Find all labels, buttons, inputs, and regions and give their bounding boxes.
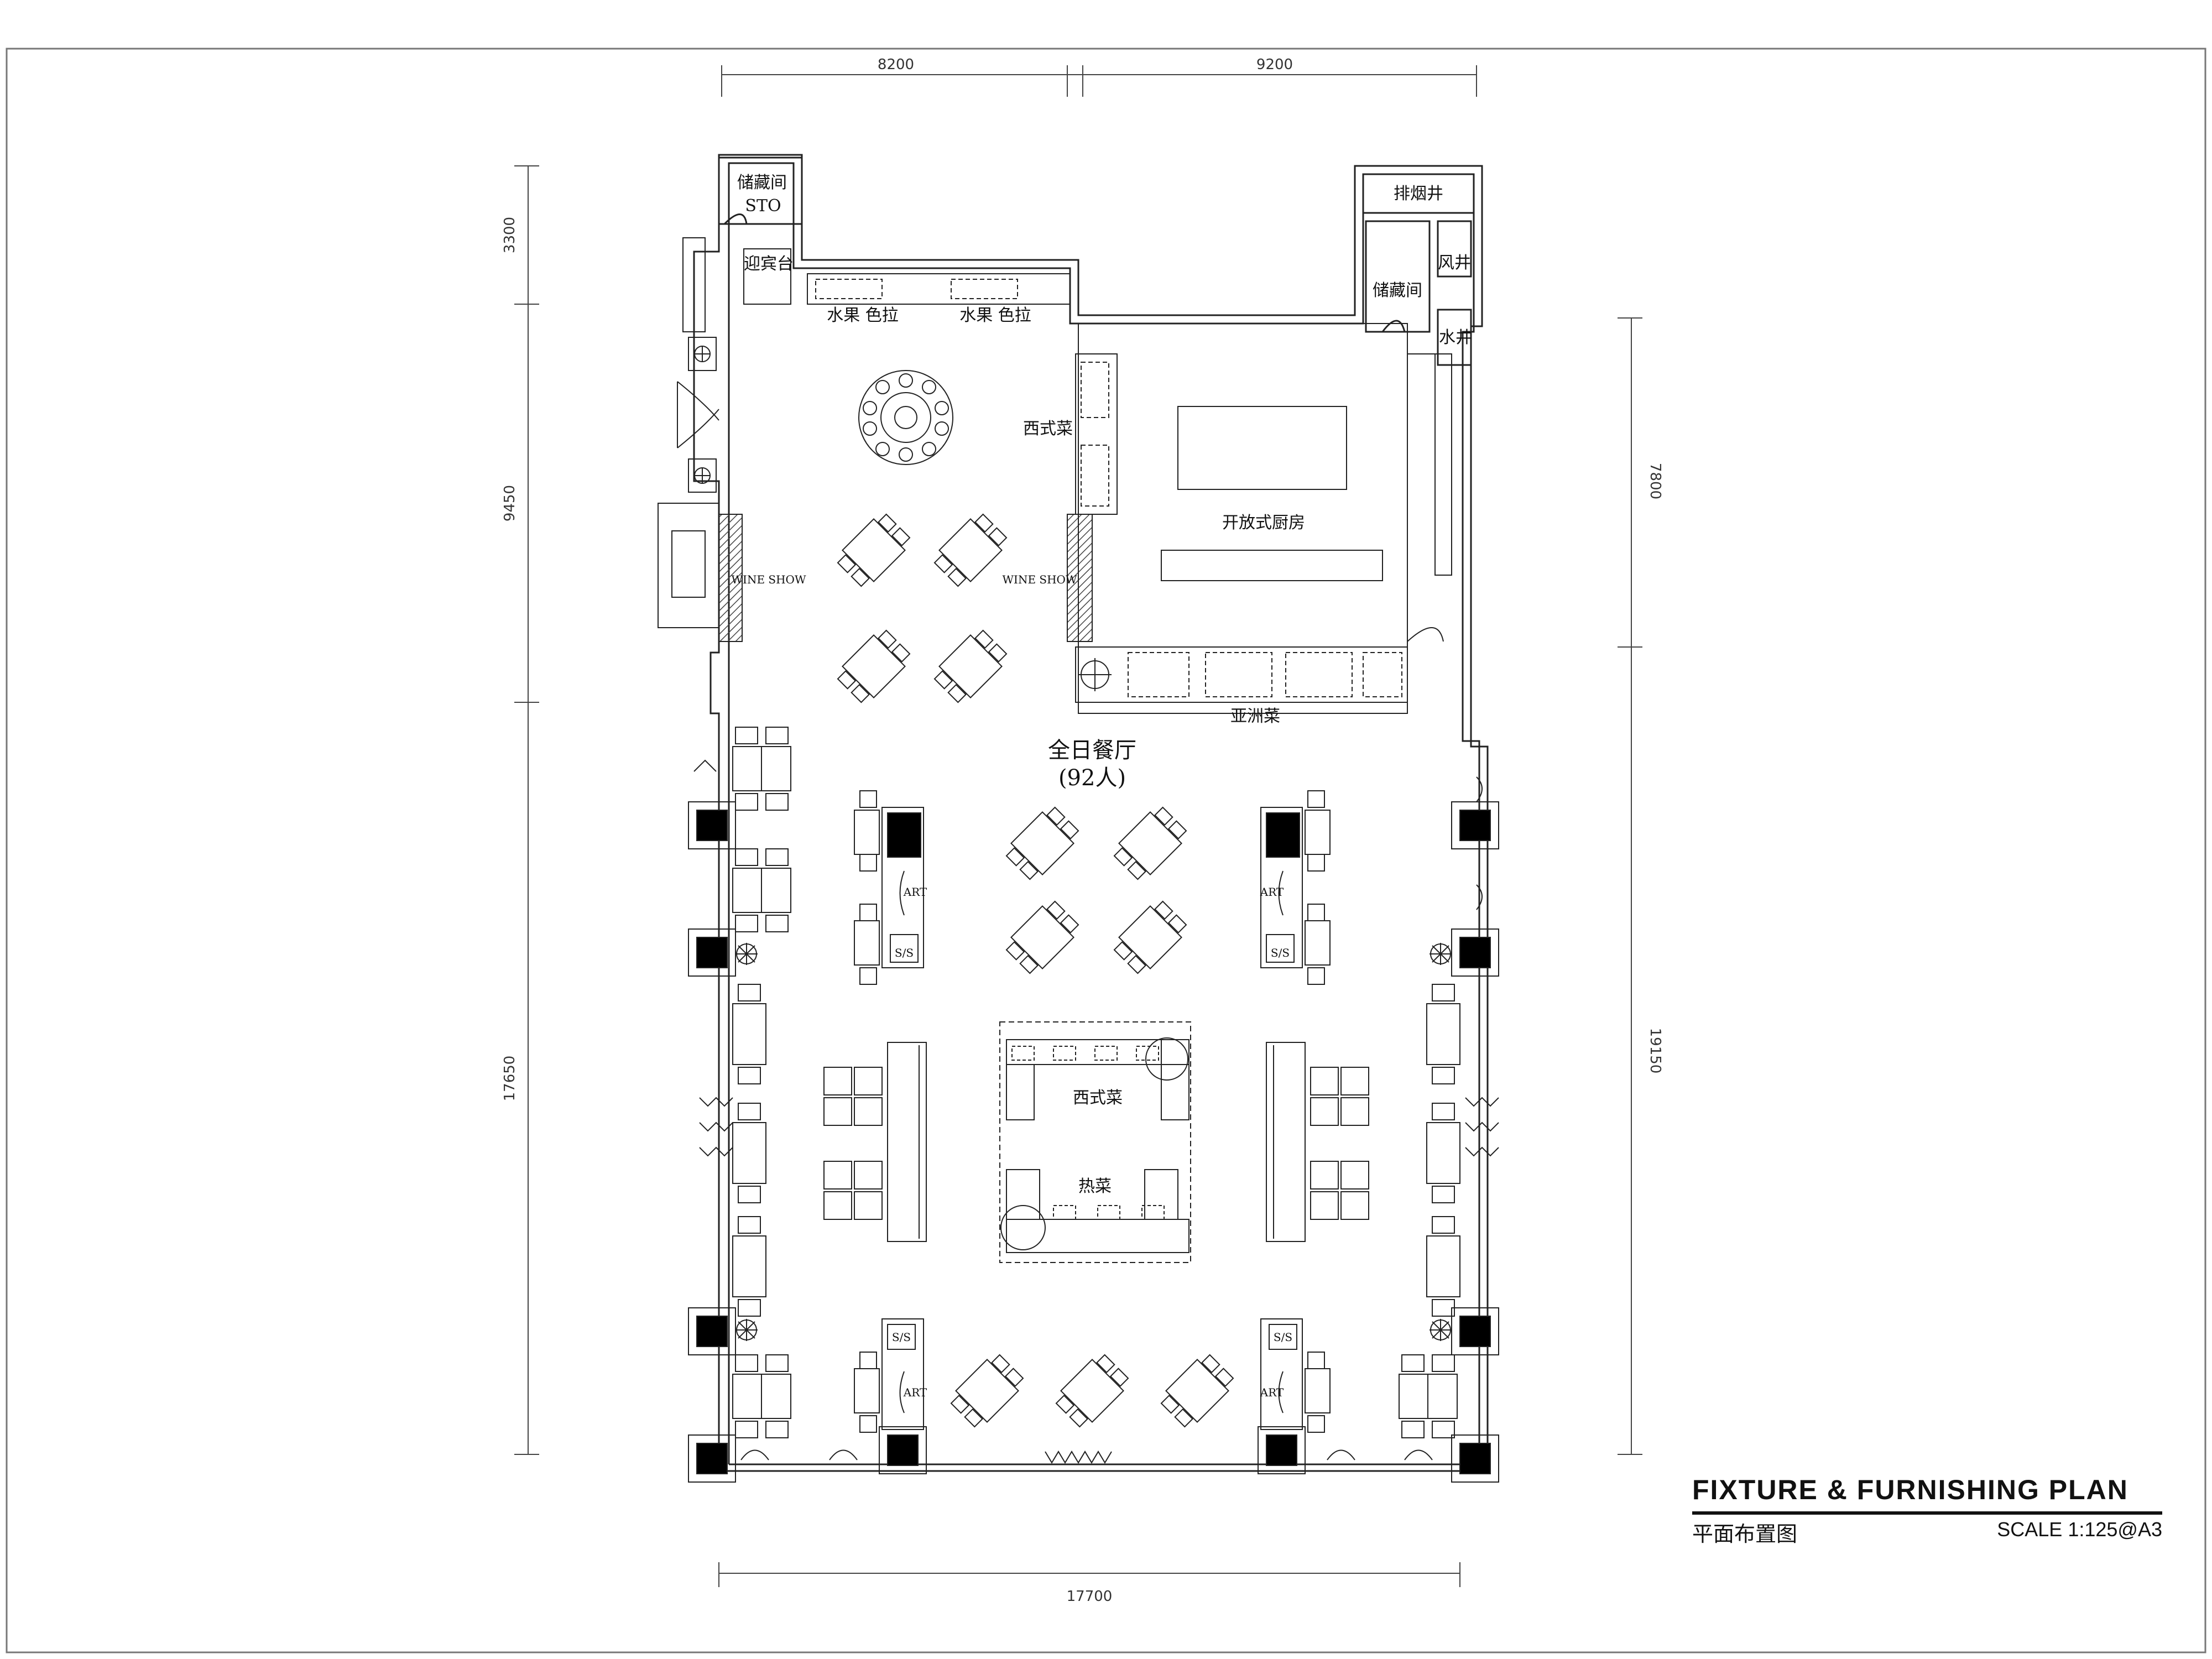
right-service-rooms — [1362, 173, 1475, 366]
wine-show-left-label: WINE SHOW — [731, 573, 806, 586]
banquette-tables — [823, 1042, 1369, 1242]
wine-show-mid-label: WINE SHOW — [1002, 573, 1077, 586]
title-block: FIXTURE & FURNISHING PLAN 平面布置图 SCALE 1:… — [1692, 1474, 2162, 1546]
title-underline — [1692, 1511, 2162, 1515]
western-dishes-island-label: 西式菜 — [1073, 1088, 1123, 1108]
fruit-salad-label-2: 水果 色拉 — [959, 306, 1031, 325]
western-dishes-top-label: 西式菜 — [1023, 419, 1073, 439]
outer-walls — [693, 154, 1489, 1472]
dim-right-bottom: 19150 — [1647, 1028, 1663, 1074]
art-tag-1: ART — [903, 885, 927, 899]
capacity-label: (92人) — [1058, 765, 1126, 791]
fruit-salad-label-1: 水果 色拉 — [827, 306, 899, 325]
storage-top-left — [718, 156, 803, 225]
asian-dishes-label: 亚洲菜 — [1230, 707, 1280, 726]
exhaust-shaft-label: 排烟井 — [1394, 184, 1443, 204]
left-perimeter-tables — [732, 727, 791, 1438]
dim-bottom: 17700 — [1067, 1588, 1113, 1605]
storage-top-left-en-label: STO — [745, 196, 781, 216]
all-day-dining-label: 全日餐厅 — [1048, 738, 1136, 763]
dim-right-top: 7800 — [1647, 463, 1663, 499]
open-kitchen — [1078, 323, 1452, 714]
western-counter-top — [1075, 353, 1118, 515]
structural-columns — [688, 801, 1499, 1483]
plant-icons — [694, 346, 1452, 1341]
buffet-island — [999, 1021, 1191, 1263]
drawing-scale: SCALE 1:125@A3 — [1997, 1518, 2162, 1541]
ss-tag-3: S/S — [892, 1331, 911, 1344]
window-marks — [693, 759, 1499, 1464]
ss-tag-4: S/S — [1274, 1331, 1292, 1344]
dim-left-bottom: 17650 — [502, 1056, 518, 1102]
art-booths — [854, 790, 1331, 1433]
hot-dishes-label: 热菜 — [1078, 1177, 1112, 1196]
fruit-salad-counter — [807, 273, 1071, 305]
reception-desk — [743, 248, 791, 305]
storage-right-label: 储藏间 — [1373, 281, 1422, 300]
right-perimeter-tables — [1399, 984, 1460, 1438]
open-kitchen-label: 开放式厨房 — [1222, 513, 1305, 533]
dim-top-right: 9200 — [1256, 56, 1293, 73]
left-entry — [658, 237, 719, 628]
air-shaft-label: 风井 — [1438, 253, 1471, 273]
round-table — [858, 370, 953, 465]
storage-top-left-cn-label: 储藏间 — [737, 173, 787, 192]
art-tag-3: ART — [903, 1386, 927, 1399]
art-tag-4: ART — [1260, 1386, 1284, 1399]
reception-label: 迎宾台 — [744, 254, 794, 274]
water-shaft-label: 水井 — [1439, 328, 1472, 347]
drawing-subtitle-cn: 平面布置图 — [1692, 1522, 1798, 1546]
dim-left-top: 3300 — [502, 217, 518, 253]
dimension-lines — [514, 65, 1642, 1587]
dim-top-left: 8200 — [878, 56, 914, 73]
four-top-tables — [837, 513, 1234, 1428]
drawing-title: FIXTURE & FURNISHING PLAN — [1692, 1474, 2128, 1505]
ss-tag-1: S/S — [895, 946, 914, 959]
dim-left-mid: 9450 — [502, 485, 518, 521]
art-tag-2: ART — [1260, 885, 1284, 899]
asian-dishes-counter — [1075, 646, 1408, 703]
wine-show-mid — [1067, 514, 1093, 642]
sheet-border — [6, 48, 2206, 1653]
ss-tag-2: S/S — [1271, 946, 1290, 959]
wine-show-left — [718, 514, 743, 642]
